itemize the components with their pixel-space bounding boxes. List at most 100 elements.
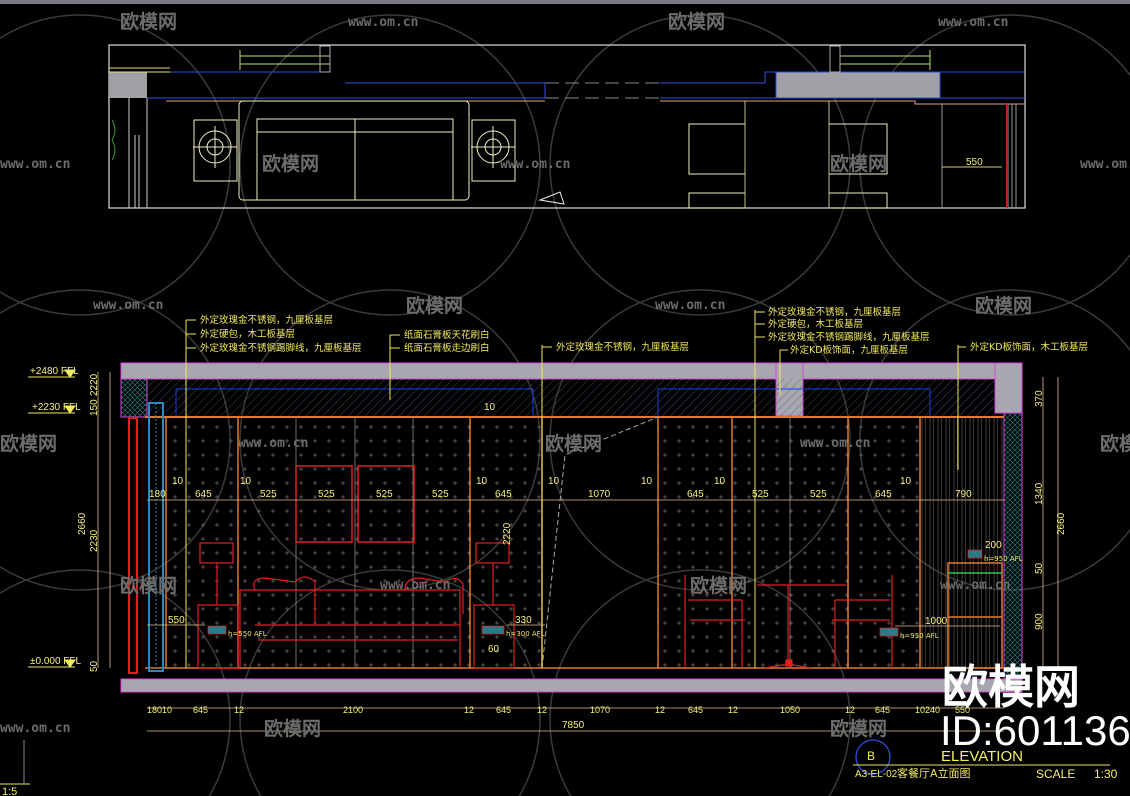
total-width-dim: 7850 xyxy=(562,720,585,731)
outlet-label: h=550 AFL xyxy=(228,630,267,638)
floor-plan-view: 550 xyxy=(108,44,1026,209)
left-dim-50: 50 xyxy=(89,660,100,672)
svg-text:欧模网: 欧模网 xyxy=(1100,432,1130,455)
left-dim-150: 150 xyxy=(89,399,100,416)
scale-label: SCALE xyxy=(1036,767,1075,781)
row-dim: 645 xyxy=(875,489,892,500)
bottom-dim: 645 xyxy=(688,705,703,715)
brand-watermark-large: 欧模网 xyxy=(942,661,1080,713)
bottom-dim: 12 xyxy=(728,705,738,715)
row-dim: 525 xyxy=(432,489,449,500)
elevation-view: +2480 FFL +2230 FFL ±0.000 FFL 2220 150 … xyxy=(28,306,1088,732)
left-dim-2230: 2230 xyxy=(89,529,100,552)
right-dim-1340: 1340 xyxy=(1034,482,1045,505)
id-watermark: ID:601136 xyxy=(940,707,1130,754)
bottom-dim: 12 xyxy=(655,705,665,715)
svg-text:www.om.cn: www.om.cn xyxy=(1080,157,1130,172)
callout-left-3: 外定玫瑰金不锈钢踢脚线，九厘板基层 xyxy=(200,342,362,354)
level-marker-zero: ±0.000 FFL xyxy=(30,656,82,667)
bottom-dim: 12 xyxy=(537,705,547,715)
bottom-dim: 2100 xyxy=(343,705,363,715)
svg-text:www.om.cn: www.om.cn xyxy=(940,578,1010,593)
watermarks: 欧模网 www.om.cn 欧模网 www.om.cn www.om.cn 欧模… xyxy=(0,10,1130,740)
gap-dim: 10 xyxy=(714,476,726,487)
svg-text:www.om.cn: www.om.cn xyxy=(238,436,308,451)
outlet-label: h=300 AFL xyxy=(506,630,545,638)
callout-left-2: 外定硬包，木工板基层 xyxy=(200,328,295,340)
inner-dim-2220: 2220 xyxy=(502,522,513,545)
gap-dim: 10 xyxy=(641,476,653,487)
svg-text:欧模网: 欧模网 xyxy=(545,432,602,455)
svg-text:欧模网: 欧模网 xyxy=(668,10,725,33)
level-marker-2480: +2480 FFL xyxy=(30,366,79,377)
svg-text:www.om.cn: www.om.cn xyxy=(938,15,1008,30)
callout-far-right: 外定KD板饰面，木工板基层 xyxy=(970,341,1088,353)
row-dim: 790 xyxy=(955,489,972,500)
bottom-dim: 12 xyxy=(464,705,474,715)
row-dim: 525 xyxy=(810,489,827,500)
bottom-dim: 645 xyxy=(875,705,890,715)
elevation-dining xyxy=(684,575,893,669)
svg-text:欧模网: 欧模网 xyxy=(0,432,57,455)
inner-dim-330: 330 xyxy=(515,615,532,626)
outlet-label: h=950 AFL xyxy=(984,555,1023,563)
svg-text:欧模网: 欧模网 xyxy=(830,717,887,740)
right-dim-370: 370 xyxy=(1034,390,1045,407)
row-dim: 645 xyxy=(687,489,704,500)
plan-column-right xyxy=(775,71,941,99)
gap-dim: 10 xyxy=(548,476,560,487)
svg-text:欧模网: 欧模网 xyxy=(264,717,321,740)
level-markers xyxy=(28,369,76,668)
callout-right-4: 外定KD板饰面，九厘板基层 xyxy=(790,344,908,356)
window-top-bar xyxy=(0,0,1130,4)
bottom-dim: 1070 xyxy=(590,705,610,715)
bottom-dim: 12 xyxy=(234,705,244,715)
elevation-heading: ELEVATION xyxy=(941,748,1023,765)
svg-text:欧模网: 欧模网 xyxy=(830,152,887,175)
painting-left xyxy=(295,465,353,543)
callout-right-1: 外定玫瑰金不锈钢，九厘板基层 xyxy=(768,306,901,318)
svg-text:欧模网: 欧模网 xyxy=(406,294,463,317)
section-marker-letter: B xyxy=(867,749,875,763)
inner-dim-200: 200 xyxy=(985,540,1002,551)
right-dim-50: 50 xyxy=(1034,562,1045,574)
drawing-name: 客餐厅A立面图 xyxy=(897,766,971,780)
row-dim: 645 xyxy=(495,489,512,500)
plan-border xyxy=(108,44,1026,209)
corner-scale: 1:5 xyxy=(2,786,17,796)
bottom-dim: 550 xyxy=(955,705,970,715)
svg-text:www.om.cn: www.om.cn xyxy=(380,578,450,593)
row-dim: 180 xyxy=(149,489,166,500)
svg-text:www.om.cn: www.om.cn xyxy=(500,157,570,172)
plan-side-table-left xyxy=(193,119,238,182)
drawing-code: A3-EL-02 xyxy=(855,769,898,780)
left-dim-2220: 2220 xyxy=(89,373,100,396)
bottom-dim: 12 xyxy=(845,705,855,715)
level-marker-2230: +2230 FFL xyxy=(32,402,81,413)
row-dim: 525 xyxy=(752,489,769,500)
row-dim: 525 xyxy=(376,489,393,500)
svg-text:www.om.cn: www.om.cn xyxy=(0,157,70,172)
scale-value: 1:30 xyxy=(1094,767,1118,781)
plan-sofa xyxy=(238,100,470,201)
svg-text:www.om.cn: www.om.cn xyxy=(655,298,725,313)
row-dim: 645 xyxy=(195,489,212,500)
bottom-dim: 645 xyxy=(193,705,208,715)
right-dim-2660: 2660 xyxy=(1056,512,1067,535)
svg-text:www.om.cn: www.om.cn xyxy=(348,15,418,30)
svg-text:欧模网: 欧模网 xyxy=(262,152,319,175)
title-block: B A3-EL-02 客餐厅A立面图 ELEVATION SCALE 1:30 … xyxy=(0,739,1118,796)
callout-center-2: 纸面石膏板走边刷白 xyxy=(404,342,490,354)
callout-left-1: 外定玫瑰金不锈钢，九厘板基层 xyxy=(200,314,333,326)
svg-text:欧模网: 欧模网 xyxy=(120,10,177,33)
bottom-dim: 10 xyxy=(162,705,172,715)
svg-text:www.om.cn: www.om.cn xyxy=(0,721,70,736)
svg-text:www.om.cn: www.om.cn xyxy=(93,298,163,313)
bottom-dim: 645 xyxy=(496,705,511,715)
gap-dim: 10 xyxy=(484,402,496,413)
svg-text:欧模网: 欧模网 xyxy=(975,294,1032,317)
svg-text:欧模网: 欧模网 xyxy=(690,574,747,597)
svg-text:www.om.cn: www.om.cn xyxy=(800,436,870,451)
gap-dim: 10 xyxy=(476,476,488,487)
